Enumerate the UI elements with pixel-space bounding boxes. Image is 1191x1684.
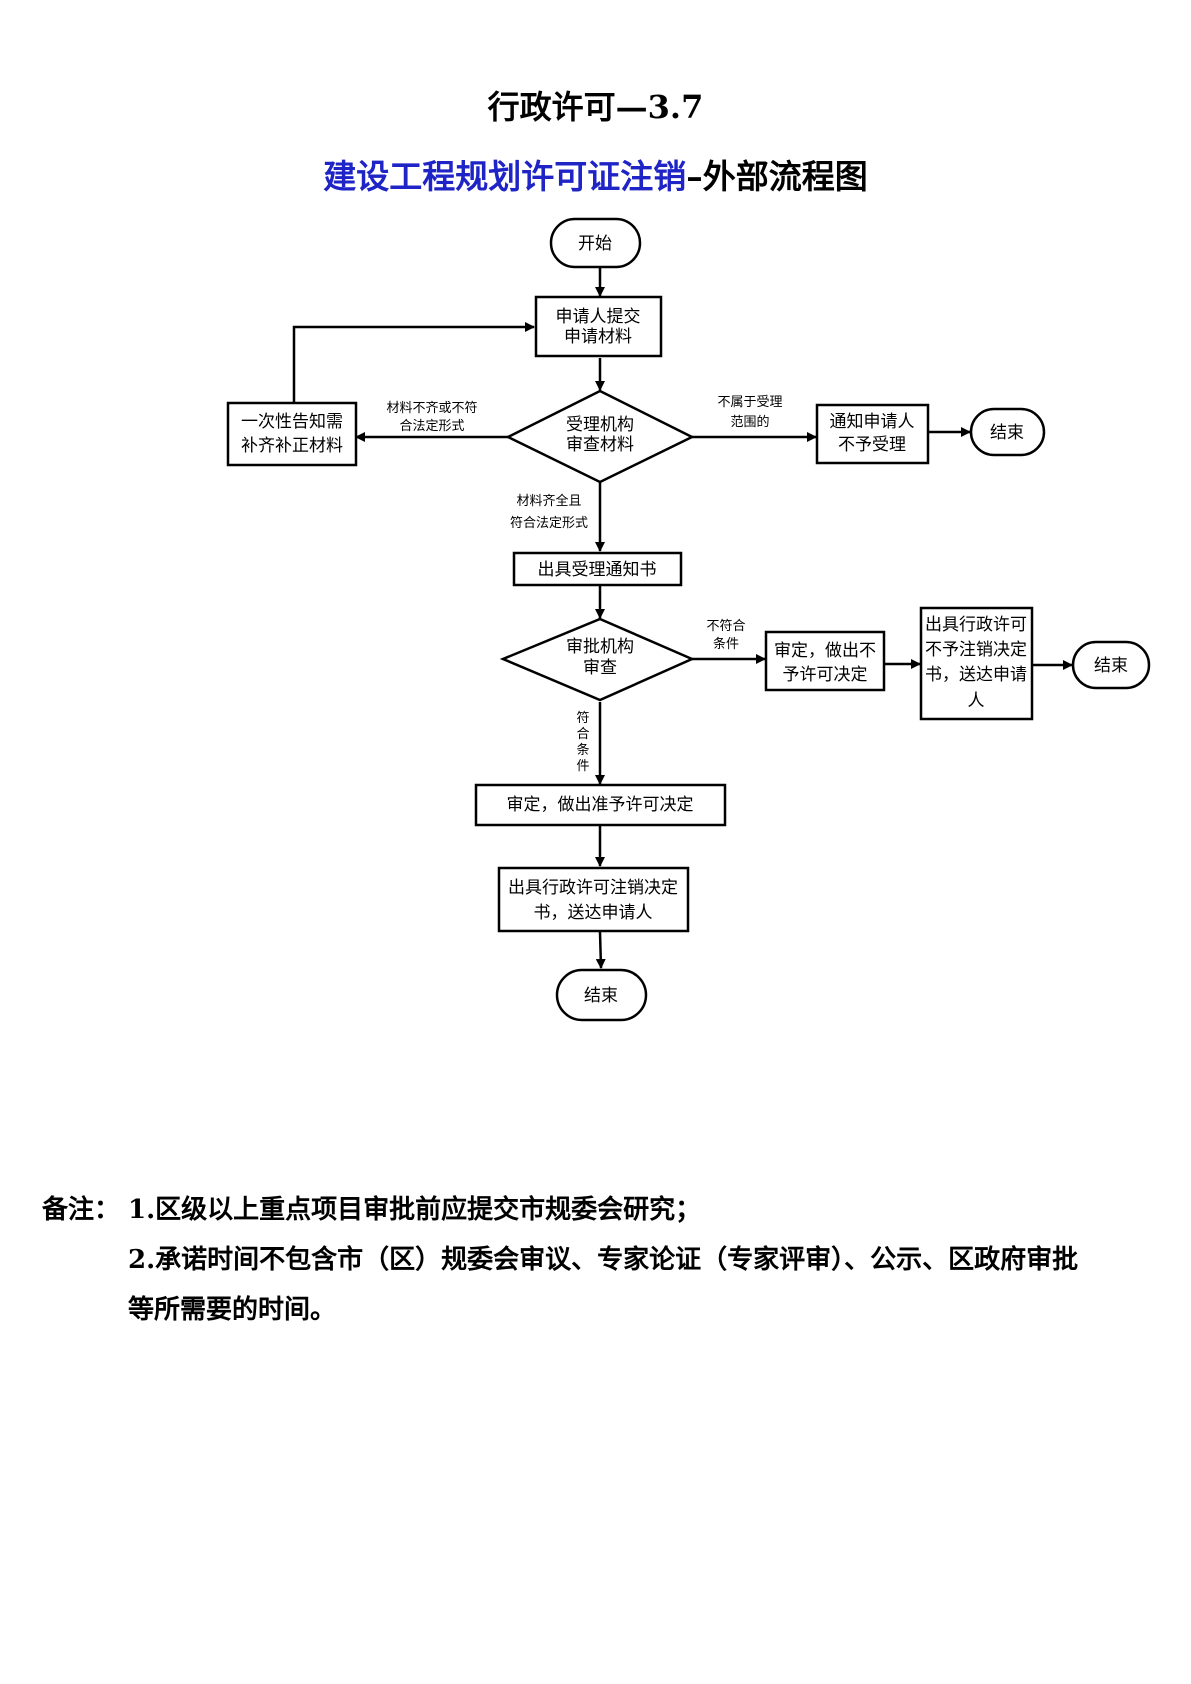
subtitle-blue-part: 建设工程规划许可证注销 — [323, 157, 687, 196]
start-label: 开始 — [578, 234, 612, 254]
page-title: 行政许可—3.7 — [487, 88, 704, 126]
approval-review-label-2: 审查 — [583, 658, 617, 678]
out-of-scope-label-1: 不属于受理 — [717, 395, 782, 410]
approve-decision-box — [474, 783, 727, 827]
end-label-1: 结束 — [990, 423, 1024, 443]
complete-label-1: 材料齐全且 — [516, 493, 581, 509]
subtitle-black-part: –外部流程图 — [686, 157, 868, 196]
qualified-label-4: 件 — [576, 759, 589, 774]
accept-review-label-2: 审查材料 — [566, 435, 634, 455]
page-subtitle: 建设工程规划许可证注销–外部流程图 — [0, 150, 1191, 198]
edge-cancel-to-end3 — [595, 931, 606, 969]
note-item-2-line-1: 2.承诺时间不包含市（区）规委会审议、专家论证（专家评审）、公示、区政府审批 — [128, 1245, 1079, 1275]
supplement-box — [226, 401, 358, 467]
deny-document-box — [919, 606, 1034, 721]
approve-decision-label: 审定，做出准予许可决定 — [507, 795, 694, 815]
incomplete-label-1: 材料不齐或不符 — [386, 400, 477, 416]
edge-supplement-back-to-submit — [292, 322, 535, 404]
out-of-scope-label-2: 范围的 — [730, 414, 769, 430]
issue-notice-box — [512, 551, 683, 587]
cancel-document-box — [497, 866, 690, 933]
note-row-1: 备注： 1.区级以上重点项目审批前应提交市规委会研究； — [42, 1185, 1152, 1235]
deny-decision-box — [764, 630, 886, 692]
end-label-2: 结束 — [1094, 656, 1128, 676]
not-qualified-label-1: 不符合 — [706, 618, 745, 634]
accept-review-label-1: 受理机构 — [566, 415, 634, 435]
end-terminal-3 — [555, 968, 648, 1022]
approval-review-diamond — [499, 617, 696, 702]
supplement-label-2: 补齐补正材料 — [241, 436, 343, 456]
complete-label-2: 符合法定形式 — [510, 515, 588, 531]
notify-reject-label-2: 不予受理 — [838, 435, 906, 455]
end-label-3: 结束 — [584, 986, 618, 1006]
deny-decision-label-2: 予许可决定 — [783, 665, 868, 685]
end-terminal-2 — [1071, 640, 1151, 690]
notify-reject-label-1: 通知申请人 — [830, 412, 915, 432]
deny-decision-label-1: 审定，做出不 — [774, 641, 876, 661]
submit-label-2: 申请材料 — [564, 327, 632, 347]
notify-reject-box — [815, 403, 930, 465]
supplement-label-1: 一次性告知需 — [241, 412, 343, 432]
qualified-label-2: 合 — [576, 727, 589, 742]
notes-label: 备注： — [42, 1195, 121, 1225]
deny-document-label-2: 不予注销决定 — [925, 640, 1027, 660]
issue-notice-label: 出具受理通知书 — [538, 560, 657, 580]
deny-document-label-4: 人 — [968, 691, 985, 711]
cancel-document-label-2: 书，送达申请人 — [534, 903, 653, 923]
end-terminal-1 — [969, 407, 1046, 457]
accept-review-diamond — [505, 389, 695, 484]
start-terminal — [549, 217, 642, 269]
approval-review-label-1: 审批机构 — [566, 637, 634, 657]
cancel-document-label-1: 出具行政许可注销决定 — [508, 878, 678, 898]
note-item-1: 1.区级以上重点项目审批前应提交市规委会研究； — [128, 1195, 702, 1225]
qualified-label-1: 符 — [576, 710, 589, 726]
not-qualified-label-2: 条件 — [713, 636, 739, 652]
flowchart: 开始 申请人提交 申请材料 受理机构 审查材料 一次性告知需 补齐补正材料 通知… — [226, 217, 1151, 1022]
deny-document-label-1: 出具行政许可 — [925, 615, 1027, 635]
note-item-2-line-2: 等所需要的时间。 — [128, 1295, 337, 1325]
incomplete-label-2: 合法定形式 — [399, 419, 464, 434]
deny-document-label-3: 书，送达申请 — [925, 665, 1027, 685]
notes-section: 备注： 1.区级以上重点项目审批前应提交市规委会研究； 2.承诺时间不包含市（区… — [42, 1185, 1152, 1335]
qualified-label-3: 条 — [576, 742, 589, 758]
submit-box — [534, 295, 663, 358]
submit-label-1: 申请人提交 — [556, 307, 641, 327]
